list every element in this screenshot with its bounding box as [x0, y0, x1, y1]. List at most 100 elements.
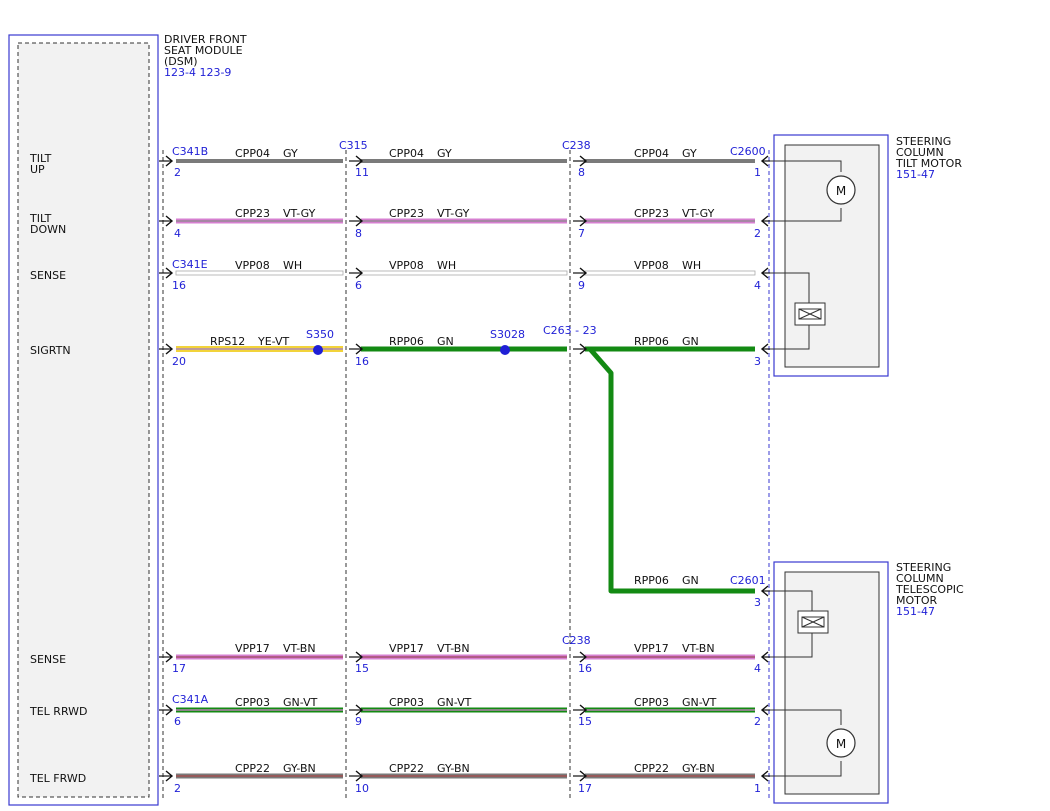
tilt-motor-title-line2: COLUMN	[896, 146, 944, 159]
wire-label: CPP03	[389, 696, 424, 709]
tilt-position-sensor-icon	[794, 302, 826, 326]
wire-label: CPP03	[634, 696, 669, 709]
tilt-sensor-lead-a	[762, 272, 810, 303]
wire-color-label: GY	[437, 147, 452, 160]
wire-color-label: VT-BN	[682, 642, 715, 655]
pin-number: 4	[754, 279, 761, 292]
pin-number: 4	[174, 227, 181, 240]
telescopic-motor-reference: 151-47	[896, 605, 935, 618]
pin-number: 3	[754, 596, 761, 609]
dsm-title-line3: (DSM)	[164, 55, 198, 68]
dsm-module-body	[17, 42, 150, 798]
wire-color-label: GN	[682, 574, 699, 587]
pin-number: 16	[172, 279, 186, 292]
wire-label: CPP23	[634, 207, 669, 220]
signal-tel-frwd: TEL FRWD	[29, 772, 86, 785]
connector-c238-top: C238	[562, 139, 591, 152]
wire-color-label: YE-VT	[257, 335, 290, 348]
dsm-title-line2: SEAT MODULE	[164, 44, 243, 57]
wire-label: CPP22	[235, 762, 270, 775]
signal-tilt-down-line1: TILT	[29, 212, 52, 225]
pin-number: 7	[578, 227, 585, 240]
wire-color-label: WH	[682, 259, 701, 272]
wire-label: VPP08	[634, 259, 669, 272]
signal-tel-rrwd: TEL RRWD	[29, 705, 87, 718]
wire-color-label: GN	[437, 335, 454, 348]
pin-number: 17	[172, 662, 186, 675]
pin-number: 1	[754, 782, 761, 795]
wire-label: CPP22	[389, 762, 424, 775]
connector-c2600: C2600	[730, 145, 766, 158]
signal-sense-bottom: SENSE	[30, 653, 66, 666]
tel-motor-lead-b	[762, 761, 842, 777]
pin-number: 8	[355, 227, 362, 240]
splice-s350-dot	[313, 345, 323, 355]
tilt-motor-title-line1: STEERING	[896, 135, 951, 148]
wire-label: CPP04	[235, 147, 270, 160]
signal-sigrtn: SIGRTN	[30, 344, 71, 357]
wire-label: CPP04	[389, 147, 424, 160]
wire-color-label: VT-GY	[283, 207, 316, 220]
splice-s3028-label: S3028	[490, 328, 525, 341]
wire-label: VPP08	[389, 259, 424, 272]
pin-number: 8	[578, 166, 585, 179]
wire-label: VPP17	[235, 642, 270, 655]
pin-number: 3	[754, 355, 761, 368]
pin-number: 17	[578, 782, 592, 795]
wire-color-label: VT-GY	[437, 207, 470, 220]
tilt-motor-body	[784, 144, 880, 368]
pin-number: 16	[578, 662, 592, 675]
pin-number: 6	[174, 715, 181, 728]
dsm-title-line1: DRIVER FRONT	[164, 33, 247, 46]
pin-number: 9	[578, 279, 585, 292]
wire-color-label: GN-VT	[682, 696, 717, 709]
tilt-motor-border	[773, 134, 889, 377]
wire-label: RPP06	[634, 335, 669, 348]
wire-color-label: GY	[283, 147, 298, 160]
telescopic-motor-letter: M	[836, 737, 846, 751]
wire-label: RPP06	[634, 574, 669, 587]
tel-sensor-lead-b	[762, 633, 813, 658]
wire-label: VPP08	[235, 259, 270, 272]
signal-tilt-up-line1: TILT	[29, 152, 52, 165]
wire-label: VPP17	[389, 642, 424, 655]
wire-label: CPP04	[634, 147, 669, 160]
connector-pins	[159, 155, 770, 782]
splice-s3028-dot	[500, 345, 510, 355]
pin-number: 2	[174, 782, 181, 795]
wire-label: CPP23	[235, 207, 270, 220]
wire-color-label: WH	[437, 259, 456, 272]
telescopic-motor-title-line2: COLUMN	[896, 572, 944, 585]
telescopic-motor-border	[773, 561, 889, 804]
wire-label: CPP23	[389, 207, 424, 220]
wire-rps12-rpp06	[176, 346, 755, 594]
tilt-motor-reference: 151-47	[896, 168, 935, 181]
pin-number: 1	[754, 166, 761, 179]
connector-c341b: C341B	[172, 145, 208, 158]
wire-color-label: GY-BN	[437, 762, 470, 775]
pin-number: 2	[174, 166, 181, 179]
tilt-motor-lead-a	[762, 160, 842, 172]
connector-c263: C263 - 23	[543, 324, 597, 337]
wire-color-label: GY-BN	[283, 762, 316, 775]
wire-color-label: GY	[682, 147, 697, 160]
pin-number: 9	[355, 715, 362, 728]
dsm-reference: 123-4 123-9	[164, 66, 231, 79]
pin-number: 6	[355, 279, 362, 292]
dsm-module-border	[8, 34, 159, 806]
pin-number: 2	[754, 715, 761, 728]
connector-c238-bottom: C238	[562, 634, 591, 647]
pin-number: 16	[355, 355, 369, 368]
pin-number: 20	[172, 355, 186, 368]
wire-label: RPP06	[389, 335, 424, 348]
wire-color-label: WH	[283, 259, 302, 272]
wire-label: VPP17	[634, 642, 669, 655]
telescopic-motor-title-line3: TELESCOPIC	[895, 583, 964, 596]
tilt-motor-letter: M	[836, 184, 846, 198]
pin-number: 10	[355, 782, 369, 795]
wire-label: CPP03	[235, 696, 270, 709]
tilt-motor-icon	[826, 175, 856, 205]
wire-color-label: GY-BN	[682, 762, 715, 775]
wire-color-label: GN-VT	[437, 696, 472, 709]
